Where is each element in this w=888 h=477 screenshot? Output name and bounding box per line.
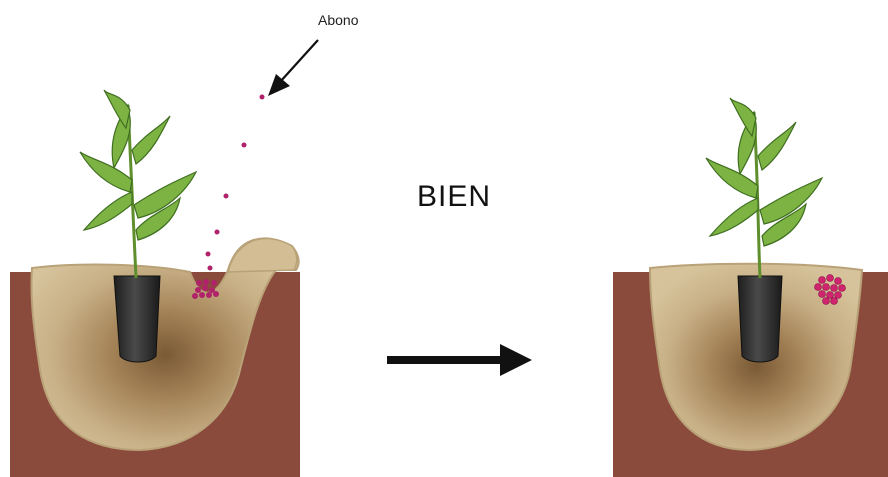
plant-pot-right xyxy=(738,276,782,362)
arrow-pointer-icon xyxy=(268,40,318,96)
status-label: BIEN xyxy=(417,180,491,214)
plant-leaves-right xyxy=(706,98,822,246)
right-arrow-icon xyxy=(387,344,532,376)
plant-leaves-left xyxy=(80,90,196,240)
soil-mound xyxy=(228,238,297,272)
left-scene xyxy=(10,90,300,477)
fertilizer-label: Abono xyxy=(318,12,358,28)
plant-pot-left xyxy=(114,276,160,362)
right-scene xyxy=(613,98,888,477)
